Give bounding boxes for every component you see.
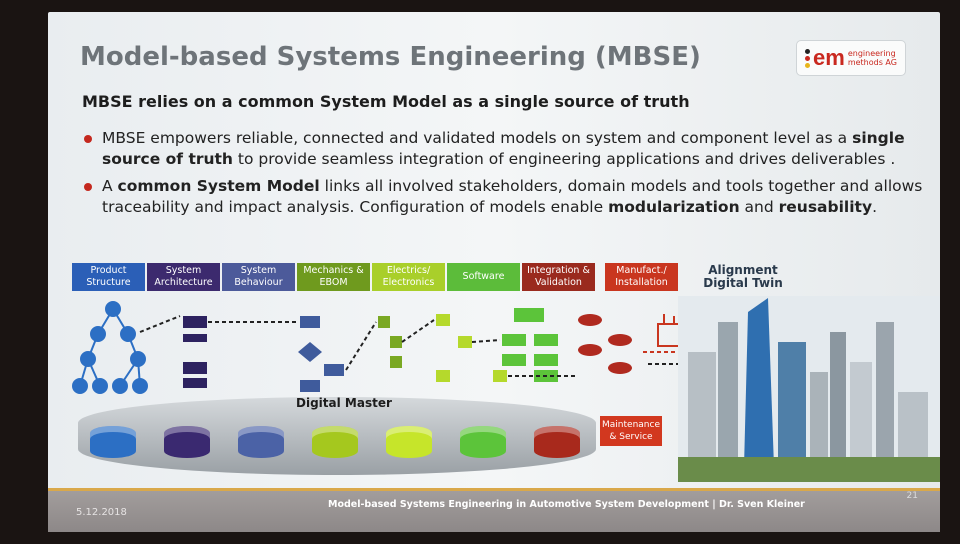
- validation-clouds-icon: [578, 314, 632, 374]
- architecture-blocks-icon: [183, 316, 207, 388]
- category-system-architecture: System Architecture: [147, 263, 220, 291]
- slide-title: Model-based Systems Engineering (MBSE): [80, 42, 701, 72]
- connector-arrows: [139, 315, 688, 377]
- database-icon: [534, 426, 580, 458]
- behaviour-flow-icon: [298, 316, 344, 392]
- bullet-item: MBSE empowers reliable, connected and va…: [80, 128, 940, 170]
- slide: Model-based Systems Engineering (MBSE) M…: [48, 12, 940, 490]
- maintenance-service-label: Maintenance & Service: [600, 416, 662, 446]
- digital-twin-city-image: [678, 296, 940, 482]
- slide-footer: 5.12.2018 Model-based Systems Engineerin…: [48, 488, 940, 532]
- bullet-item: A common System Model links all involved…: [80, 176, 940, 218]
- footer-date: 5.12.2018: [76, 507, 127, 518]
- logo-dots-icon: [805, 48, 811, 68]
- database-icon: [460, 426, 506, 458]
- mechanics-blocks-icon: [378, 316, 402, 368]
- alignment-digital-twin-label: Alignment Digital Twin: [703, 263, 783, 290]
- category-integration-validation: Integration & Validation: [522, 263, 595, 291]
- logo-mark: em: [813, 45, 845, 70]
- database-icon: [238, 426, 284, 458]
- model-diagram: [72, 301, 688, 394]
- database-icon: [312, 426, 358, 458]
- category-manufact-installation: Manufact./ Installation: [605, 263, 678, 291]
- database-icon: [164, 426, 210, 458]
- footer-title: Model-based Systems Engineering in Autom…: [328, 499, 805, 510]
- bullet-list: MBSE empowers reliable, connected and va…: [80, 128, 940, 224]
- page-number: 21: [906, 491, 918, 501]
- slide-subtitle: MBSE relies on a common System Model as …: [82, 92, 690, 111]
- category-mechanics-ebom: Mechanics & EBOM: [297, 263, 370, 291]
- database-icon: [90, 426, 136, 458]
- software-blocks-icon: [502, 308, 558, 382]
- category-product-structure: Product Structure: [72, 263, 145, 291]
- digital-master-label: Digital Master: [296, 396, 392, 410]
- category-software: Software: [447, 263, 520, 291]
- database-icon: [386, 426, 432, 458]
- product-structure-tree-icon: [72, 301, 148, 394]
- category-electrics-electronics: Electrics/ Electronics: [372, 263, 445, 291]
- category-system-behaviour: System Behaviour: [222, 263, 295, 291]
- electrics-blocks-icon: [436, 314, 507, 382]
